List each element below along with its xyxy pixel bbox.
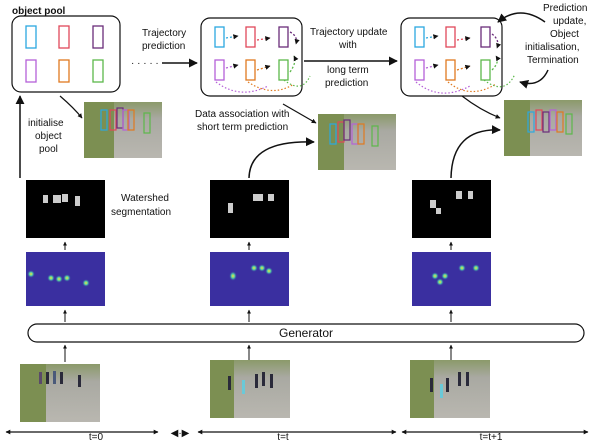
dots-label: · · · · ·	[131, 58, 159, 69]
watershed-t0	[26, 180, 105, 238]
trajectory-update-line4: prediction	[325, 78, 368, 89]
data-association-line2: short term prediction	[197, 122, 288, 133]
watershed-line2: segmentation	[111, 207, 171, 218]
time-label-t1: t=t+1	[480, 432, 503, 443]
input-frame-t	[210, 360, 290, 418]
trajectory-prediction-line2: prediction	[142, 41, 185, 52]
arrow-watershed-t-up	[248, 137, 315, 179]
heatmap-t0	[26, 252, 105, 306]
arrow-watershed-t1-up	[450, 125, 501, 179]
arrow-pool-to-photo	[59, 95, 83, 119]
generator-bar	[27, 323, 585, 343]
trajectory-prediction-line1: Trajectory	[142, 28, 186, 39]
watershed-t1	[412, 180, 491, 238]
prediction-box-t	[200, 17, 303, 97]
object-pool-label: object pool	[12, 6, 66, 17]
prediction-update-line3: Object	[550, 29, 579, 40]
initialise-line3: pool	[39, 144, 58, 155]
short-term-arcs-t	[215, 75, 311, 93]
generator-label: Generator	[279, 326, 333, 340]
small-up-arrows	[63, 241, 453, 362]
prediction-update-line2: update,	[553, 16, 586, 27]
arrow-prediction-update	[497, 12, 546, 23]
arrow-back-to-box	[519, 69, 549, 89]
detection-photo-t1	[504, 100, 582, 156]
time-label-t0: t=0	[89, 432, 104, 443]
arrow-association	[282, 103, 317, 124]
prediction-update-line5: Termination	[527, 55, 579, 66]
object-pool-box	[11, 15, 121, 93]
arrow-update-to-photo	[461, 95, 501, 119]
heatmap-t	[210, 252, 289, 306]
trajectory-update-line3: long term	[327, 65, 369, 76]
input-frame-t0	[20, 364, 100, 422]
prediction-update-line4: initialisation,	[525, 42, 579, 53]
input-frame-t1	[410, 360, 490, 418]
prediction-box-t1	[400, 17, 516, 97]
watershed-line1: Watershed	[121, 193, 169, 204]
initialise-line2: object	[35, 131, 62, 142]
initialise-line1: initialise	[28, 118, 64, 129]
time-label-dots: ◀·▶	[171, 428, 190, 439]
trajectory-update-line2: with	[338, 40, 357, 51]
detection-photo-t0	[84, 102, 162, 158]
trajectory-update-line1: Trajectory update	[310, 27, 388, 38]
data-association-line1: Data association with	[195, 109, 290, 120]
detection-photo-t	[318, 114, 396, 170]
prediction-update-line1: Prediction	[543, 3, 587, 14]
heatmap-t1	[412, 252, 491, 306]
watershed-t	[210, 180, 289, 238]
time-label-t: t=t	[277, 432, 289, 443]
